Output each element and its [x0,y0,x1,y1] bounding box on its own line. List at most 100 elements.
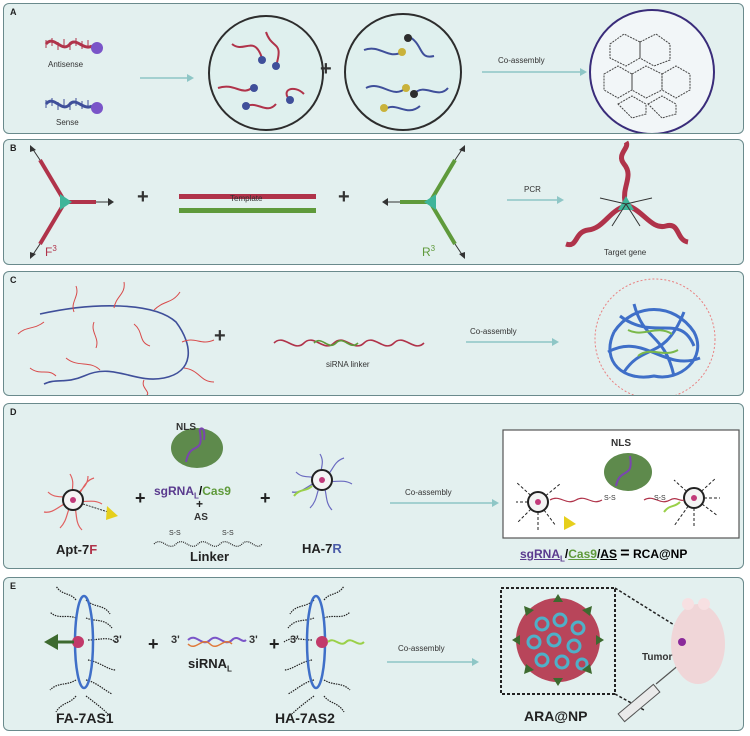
panel-a: A Antisense Sense + Co-assembly [3,3,744,134]
result-sub: L [560,554,565,564]
result-as: AS [600,547,617,561]
result-cas9: Cas9 [568,547,597,561]
plus-d2: + [260,488,271,508]
result-sgrna: sgRNA [520,547,561,561]
ha-7r-label: HA-7R [302,541,342,556]
aptamer-triangle [106,506,118,520]
apt-main: Apt-7 [56,542,90,557]
plus-b2: + [338,186,350,208]
panel-a-graphic [44,9,715,133]
ha-main: HA-7 [302,541,333,556]
co-assembly-label-a: Co-assembly [498,56,545,65]
co-assembly-label-d: Co-assembly [405,488,452,497]
result-eq: = [620,545,630,562]
tumor-label: Tumor [642,652,673,663]
three-prime-1: 3' [113,634,122,646]
pcr-label: PCR [524,185,541,194]
tumor-spot [678,638,686,646]
sirna-l [187,636,247,644]
r3-sup: 3 [430,244,436,253]
nls-label: NLS [176,422,196,433]
ss-result-2: S-S [654,495,666,502]
target-gene-strand-right [627,203,689,245]
polymer-backbone [39,305,189,385]
as-label: AS [194,512,208,523]
ha-7as2-construct [283,585,351,715]
three-prime-2: 3' [171,634,180,646]
nls-label-2: NLS [611,438,631,449]
ss-result-1: S-S [604,495,616,502]
apt-7f-polymer [43,473,103,531]
ara-np-box [500,587,616,695]
template-reverse [179,208,316,213]
antisense-micelle [208,15,324,131]
ara-np-label: ARA@NP [524,708,588,724]
folate-arrowhead [44,634,58,650]
plus-d-small: + [196,497,204,511]
ss-label-1: S-S [169,530,181,537]
co-assembly-label-e: Co-assembly [398,644,445,653]
fa-7as1-construct [49,585,117,715]
sgrna-sub: L [194,491,199,501]
panel-label-d: D [10,407,17,417]
result-slash-2: / [596,547,601,561]
panel-label-a: A [10,7,17,17]
nanocomplex-halo [594,278,716,395]
panel-e-graphic [44,585,725,723]
f3-label: F3 [45,244,57,259]
plus-e2: + [269,634,280,654]
target-gene-strand-top [619,140,631,203]
linker-label: Linker [190,549,230,564]
panel-c: C + siRNA linker Co-assembly [3,271,744,396]
nanocomplex-core [607,303,701,379]
sense-strand [44,99,93,109]
ha-r: R [332,541,342,556]
panel-label-e: E [10,581,17,591]
panel-d: D [3,403,744,569]
target-core [618,196,634,210]
template-label: Template [230,194,263,203]
rca-np-label: sgRNAL/Cas9/AS = RCA@NP [520,545,687,563]
sgrna-text: sgRNA [154,484,195,498]
sense-micelle [344,13,462,131]
target-gene-label: Target gene [604,248,647,257]
panel-label-c: C [10,275,17,285]
three-prime-3: 3' [249,634,258,646]
syringe [617,683,661,723]
panel-b-graphic [30,140,689,259]
sirna-linker-label: siRNA linker [326,360,370,369]
panel-b: B + T [3,139,744,265]
sirna-sub: L [227,664,232,674]
r3-core [424,194,436,210]
fa-7as1-label: FA-7AS1 [56,710,114,726]
ss-label-2: S-S [222,530,234,537]
f3-core [60,194,72,210]
plus-e1: + [148,634,159,654]
apt-f: F [89,542,98,557]
template-forward [179,194,316,199]
ha-7r-polymer [291,453,353,511]
panel-label-b: B [10,143,17,153]
antisense-label: Antisense [48,60,84,69]
plus-d1: + [135,488,146,508]
ha-7as2-label: HA-7AS2 [275,710,335,726]
plus-a: + [320,58,332,80]
mouse [671,604,725,684]
sirna-text: siRNA [188,656,228,671]
antisense-bead [91,42,103,54]
sirna-label: siRNAL [188,656,232,674]
sgrna-cas9-label: sgRNAL/Cas9 [154,484,231,500]
target-gene-strand-left [565,203,626,248]
panel-c-graphic [17,278,716,395]
antisense-strand [44,39,93,49]
result-slash-1: / [564,547,569,561]
plus-b1: + [137,186,149,208]
panel-d-graphic [43,427,740,547]
f3-main: F [45,245,53,259]
panel-e: E [3,577,744,731]
sirna-linker [273,339,425,347]
r3-label: R3 [422,244,435,259]
f3-sup: 3 [52,244,57,253]
r3-main: R [422,245,431,259]
three-prime-4: 3' [290,634,299,646]
